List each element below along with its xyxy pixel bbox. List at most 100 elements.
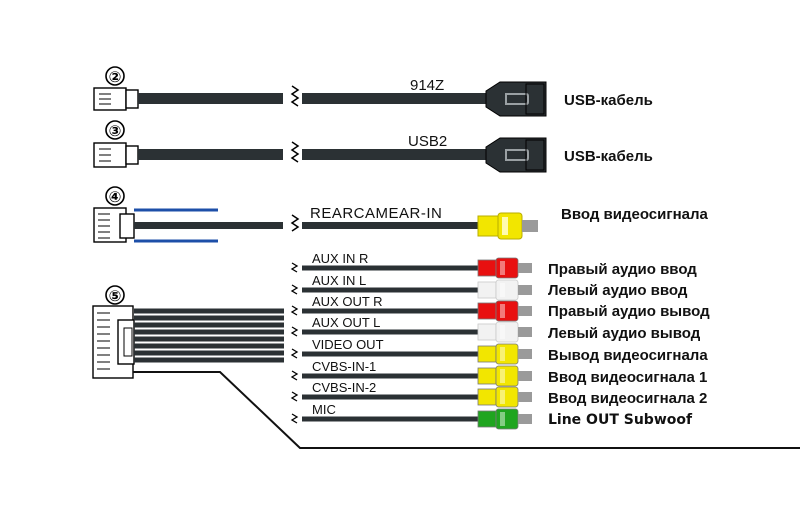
connector-5-number: ⑤ [109,287,122,305]
harness-left-wire-video-out [134,336,284,342]
harness-label-cvbs-in-1: CVBS-IN-1 [312,359,376,374]
harness-left-wire-cvbs-in-1 [134,343,284,349]
rca-plug-tip-aux-out-l [518,327,532,337]
harness-label-video-out: VIDEO OUT [312,337,384,352]
rca-plug-sleeve-aux-in-l [495,279,519,301]
rca-plug-shine-mic [500,412,505,426]
cable-break-2 [290,85,300,107]
rca-plug-sleeve-aux-out-l [495,321,519,343]
cable-break-aux-in-l [290,284,299,295]
rca-plug-shine-video-out [500,347,505,361]
connector-4: ④ REARCAMEAR-IN [93,186,538,243]
harness-right-wire-aux-out-r [302,308,478,314]
rca-plug-tip-aux-in-r [518,263,532,273]
harness-left-wire-aux-in-r [134,308,284,314]
rca-plug-tip-cvbs-in-1 [518,371,532,381]
rca-plug-sleeve-mic [495,408,519,430]
connector-5: ⑤ [92,285,800,449]
connector-2-number: ② [109,68,122,86]
harness-label-aux-out-r: AUX OUT R [312,294,383,309]
cable-2-right [302,93,486,104]
rca-plug-sleeve-cvbs-in-2 [495,386,519,408]
cable-3-label: USB2 [408,133,447,150]
cable-break-aux-in-r [290,262,299,273]
rca-plug-tip-aux-out-r [518,306,532,316]
cable-break-mic [290,413,299,424]
harness-desc-mic: Line OUT Subwoof [548,412,693,428]
harness-desc-video-out: Вывод видеосигнала [548,347,708,364]
rca-plug-sleeve-video-out [495,343,519,365]
harness-row-mic: MIC [134,357,532,430]
harness-right-wire-aux-in-r [302,265,478,271]
harness-right-wire-aux-in-l [302,287,478,293]
rca-plug-sleeve-aux-out-r [495,300,519,322]
harness-rows: AUX IN R AUX IN L AUX OUT R AUX OUT L VIDEO … [134,251,532,430]
harness-label-mic: MIC [312,402,336,417]
harness-label-cvbs-in-2: CVBS-IN-2 [312,380,376,395]
cable-break-aux-out-r [290,305,299,316]
rca-plug-body-cvbs-in-2 [477,388,497,406]
harness-right-wire-video-out [302,351,478,357]
harness-right-wire-mic [302,416,478,422]
harness-right-wire-cvbs-in-2 [302,394,478,400]
cable-2-label: 914Z [410,77,444,94]
harness-right-wire-aux-out-l [302,329,478,335]
cable-break-3 [290,141,300,163]
harness-label-aux-in-r: AUX IN R [312,251,368,266]
harness-desc-aux-out-l: Левый аудио вывод [548,325,701,342]
rca-plug-sleeve-aux-in-r [495,257,519,279]
harness-row-cvbs-in-2: CVBS-IN-2 [134,350,532,408]
harness-row-cvbs-in-1: CVBS-IN-1 [134,343,532,387]
cable-break-cvbs-in-1 [290,370,299,381]
cable-break-4 [290,214,300,232]
harness-left-wire-aux-out-l [134,329,284,335]
rca-plug-sleeve-cvbs-in-1 [495,365,519,387]
rca-plug-tip-mic [518,414,532,424]
rca-plug-body-aux-out-l [477,323,497,341]
connector-3-description: USB-кабель [564,148,653,165]
harness-row-aux-out-l: AUX OUT L [134,315,532,343]
harness-row-aux-out-r: AUX OUT R [134,294,532,328]
rca-plug-body-aux-in-r [477,259,497,277]
harness-desc-aux-out-r: Правый аудио вывод [548,303,710,320]
rca-plug-shine-cvbs-in-1 [500,369,505,383]
harness-row-video-out: VIDEO OUT [134,336,532,365]
harness-left-wire-aux-in-l [134,315,284,321]
cable-2-left [138,93,283,104]
rca-plug-shine-aux-out-l [500,325,505,339]
rca-plug-body-video-out [477,345,497,363]
cable-3-right [302,149,486,160]
cable-3-left [138,149,283,160]
cable-break-video-out [290,348,299,359]
rca-plug-shine-cvbs-in-2 [500,390,505,404]
rca-plug-shine-aux-out-r [500,304,505,318]
rca-plug-shine-aux-in-r [500,261,505,275]
connector-3-number: ③ [109,122,122,140]
rca-plug-body-aux-out-r [477,302,497,320]
harness-desc-aux-in-r: Правый аудио ввод [548,261,697,278]
harness-left-wire-mic [134,357,284,363]
rca-plug-tip-cvbs-in-2 [518,392,532,402]
rca-plug-shine-aux-in-l [500,283,505,297]
connector-2-description: USB-кабель [564,92,653,109]
cable-break-cvbs-in-2 [290,391,299,402]
rca-plug-body-mic [477,410,497,428]
harness-row-aux-in-r: AUX IN R [134,251,532,314]
cable-break-aux-out-l [290,326,299,337]
connector-4-number: ④ [109,188,122,206]
harness-label-aux-out-l: AUX OUT L [312,315,380,330]
harness-label-aux-in-l: AUX IN L [312,273,366,288]
cable-4-left [134,222,283,229]
connector-2: ② 914Z [93,66,547,117]
harness-desc-cvbs-in-2: Ввод видеосигнала 2 [548,390,708,407]
ground-wire [133,371,800,449]
harness-left-wire-aux-out-r [134,322,284,328]
rca-plug-tip-video-out [518,349,532,359]
rca-plug-tip-aux-in-l [518,285,532,295]
connector-4-description: Ввод видеосигнала [561,206,709,223]
connector-3: ③ USB2 [93,120,547,173]
cable-4-right [302,222,478,229]
cable-4-label: REARCAMEAR-IN [310,205,442,222]
